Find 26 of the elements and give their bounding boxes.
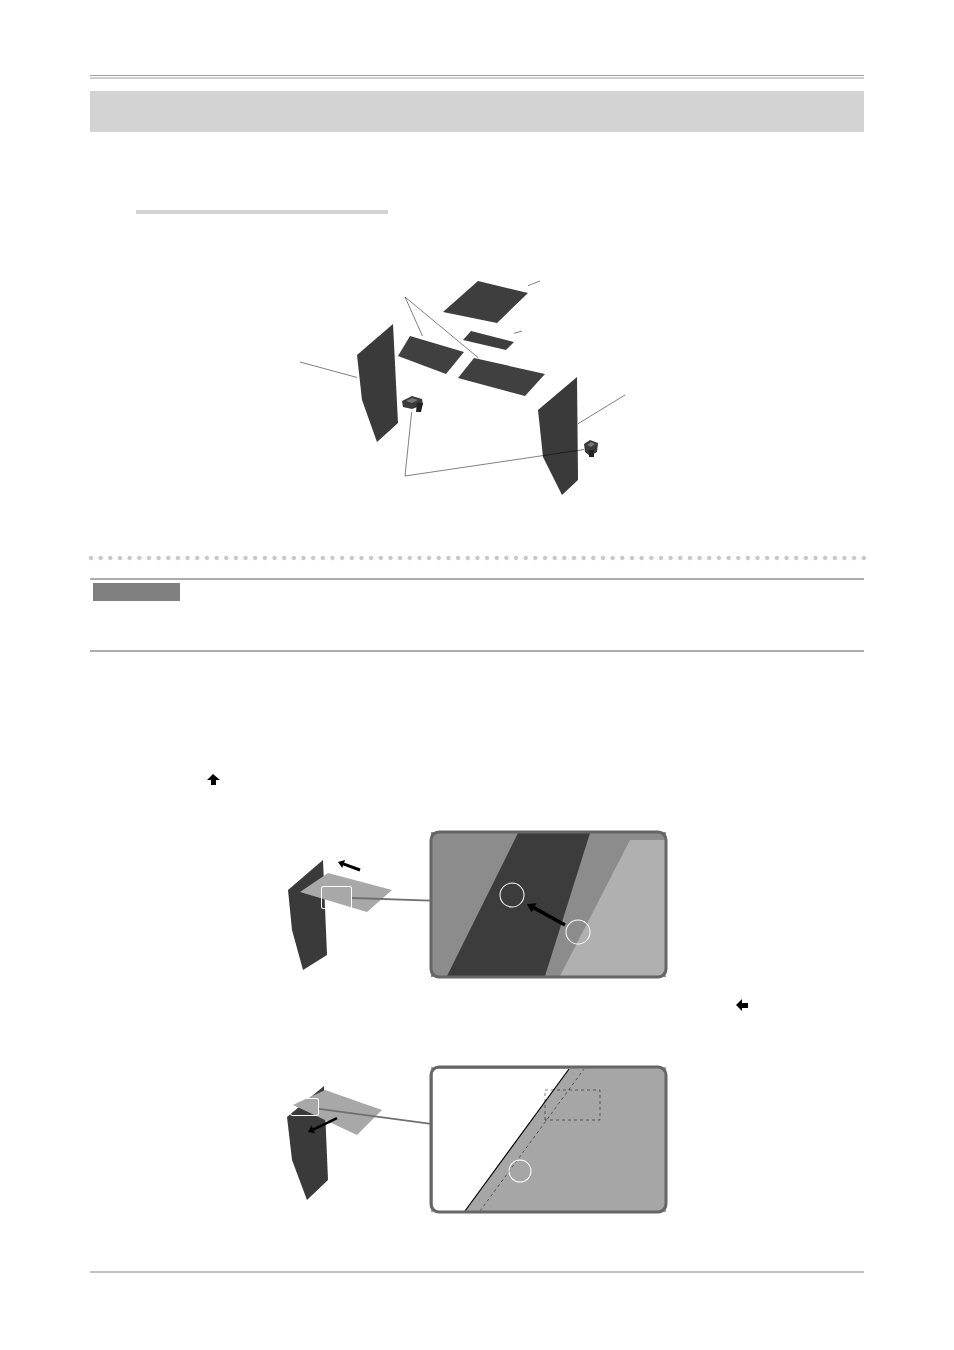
highlight-frame xyxy=(321,886,352,909)
leader-line xyxy=(404,296,479,359)
bracket-plate-drawing xyxy=(463,331,514,350)
hood-assembly-drawing xyxy=(287,1086,382,1200)
leader-line xyxy=(513,330,523,334)
detail-view-drawing xyxy=(429,1065,668,1214)
hood-assembly-drawing xyxy=(288,860,392,970)
leader-line xyxy=(404,411,412,477)
leader-line xyxy=(577,394,626,424)
note-tag xyxy=(93,583,180,601)
leader-line xyxy=(404,449,585,477)
top-plate-drawing xyxy=(458,358,545,396)
detail-view-drawing xyxy=(429,830,668,979)
cover-plate-drawing xyxy=(443,281,528,323)
leader-line xyxy=(527,280,541,286)
highlight-frame xyxy=(290,1098,319,1116)
title-bar xyxy=(90,91,864,132)
top-plate-drawing xyxy=(398,336,464,374)
connector-line xyxy=(318,1108,432,1125)
leader-line xyxy=(404,296,423,337)
clip-drawing xyxy=(584,440,598,457)
clip-drawing xyxy=(402,396,423,412)
leader-line xyxy=(299,361,358,378)
side-panel-drawing xyxy=(538,377,578,495)
side-panel-drawing xyxy=(357,324,398,442)
connector-line xyxy=(351,897,432,902)
